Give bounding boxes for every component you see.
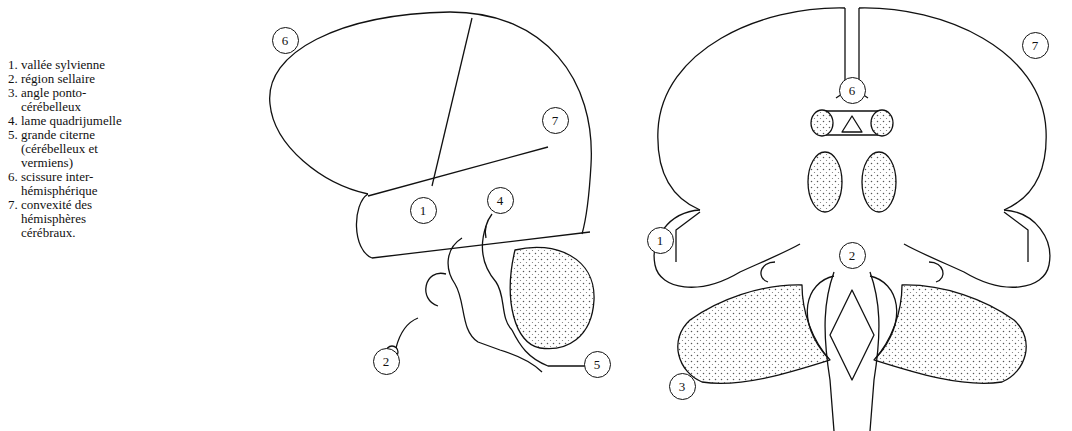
- central-sulcus: [432, 18, 472, 186]
- callosum-end-right: [871, 110, 893, 136]
- pituitary-stalk: [396, 318, 418, 348]
- cerebellum-right: [874, 285, 1026, 383]
- temporal-lobe-outline: [356, 194, 372, 258]
- callout-circle: 5: [584, 351, 611, 378]
- fornix-triangle: [842, 116, 862, 132]
- fourth-ventricle: [830, 290, 874, 380]
- callout-circle: 2: [839, 242, 866, 269]
- callout-number: 6: [282, 34, 289, 47]
- callout-circle: 1: [647, 227, 674, 254]
- legend-entry: 1. vallée sylvienne: [8, 58, 140, 72]
- pons-left: [807, 276, 834, 358]
- callout-number: 1: [657, 234, 664, 247]
- callout-number: 1: [420, 204, 427, 217]
- callout-circle: 7: [1022, 32, 1049, 59]
- temporal-right: [904, 210, 1050, 287]
- callout-circle: 6: [839, 77, 866, 104]
- sylvian-left: [676, 212, 700, 262]
- callout-number: 2: [849, 249, 856, 262]
- callosum-end-left: [811, 110, 833, 136]
- tentorium-line: [372, 232, 590, 258]
- cerebrum-outline: [270, 12, 592, 234]
- label-list: 1. vallée sylvienne2. région sellaire3. …: [8, 58, 140, 240]
- callout-circle: 1: [410, 197, 437, 224]
- cerebellum-left: [678, 285, 830, 383]
- legend-entry: 4. lame quadrijumelle: [8, 114, 140, 128]
- pons-right: [870, 276, 897, 358]
- legend-entry: 2. région sellaire: [8, 72, 140, 86]
- callout-number: 6: [849, 84, 856, 97]
- uncus-left: [761, 262, 775, 282]
- medulla-outline: [512, 330, 586, 366]
- temporal-left: [654, 210, 800, 287]
- thalamus-right: [862, 152, 896, 212]
- callout-circle: 2: [373, 348, 400, 375]
- brainstem-front: [482, 226, 512, 330]
- callout-number: 3: [679, 380, 686, 393]
- sylvian-fissure: [368, 147, 548, 196]
- legend-entry: 7. convexité des hémisphères cérébraux.: [8, 198, 140, 240]
- callout-circle: 4: [487, 187, 514, 214]
- cerebellum-outline: [510, 247, 594, 348]
- thalamus-left: [808, 152, 842, 212]
- sylvian-right: [1004, 212, 1028, 262]
- callout-number: 7: [552, 114, 559, 127]
- legend-entry: 5. grande citerne (cérébelleux et vermie…: [8, 128, 140, 170]
- quadrigeminal-leader: [485, 214, 492, 238]
- uncus-right: [929, 262, 943, 282]
- hemisphere-right: [859, 8, 1046, 210]
- brainstem-right: [870, 272, 879, 431]
- brainstem-outline: [448, 238, 542, 372]
- legend-entry: 3. angle ponto-cérébelleux: [8, 86, 140, 114]
- callout-circle: 7: [542, 107, 569, 134]
- callout-number: 4: [497, 194, 504, 207]
- callout-circle: 3: [669, 373, 696, 400]
- callout-circle: 6: [272, 27, 299, 54]
- legend-entry: 6. scissure inter-hémisphérique: [8, 170, 140, 198]
- callout-number: 7: [1032, 39, 1039, 52]
- hypothalamus-hook: [426, 273, 446, 306]
- callout-number: 2: [383, 355, 390, 368]
- callout-number: 5: [594, 358, 601, 371]
- brainstem-left: [825, 272, 834, 431]
